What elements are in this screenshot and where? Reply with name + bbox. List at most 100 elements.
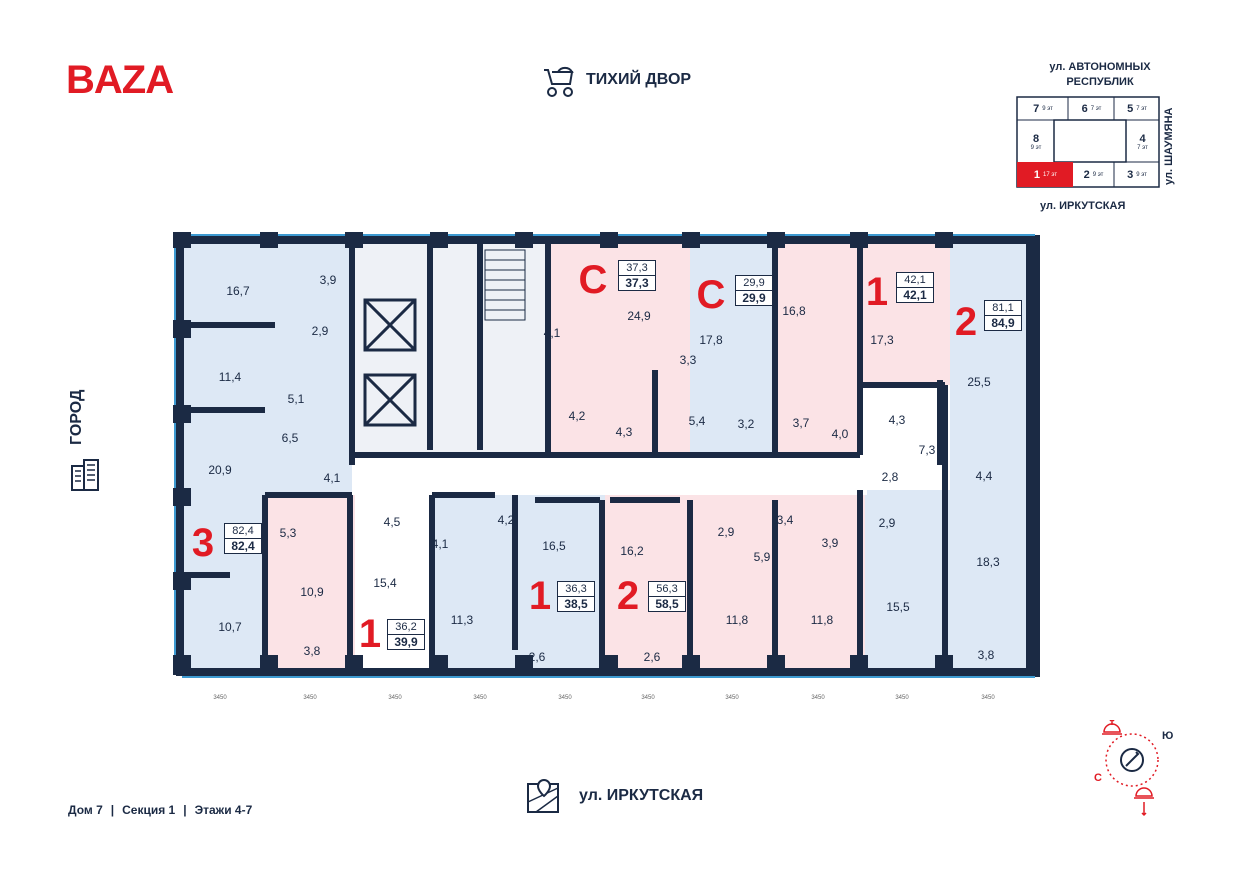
minimap-street-top: ул. АВТОНОМНЫХ РЕСПУБЛИК — [1049, 61, 1151, 88]
room-area: 11,3 — [450, 613, 474, 627]
apartment-type: 3 — [191, 521, 215, 565]
compass-north: С — [1094, 772, 1102, 784]
separator: | — [110, 803, 115, 817]
room-area: 3,9 — [821, 536, 839, 550]
room-area: 24,9 — [627, 309, 651, 323]
minimap-street-side: ул. ШАУМЯНА — [1163, 107, 1175, 185]
room-area: 5,1 — [287, 392, 305, 406]
room-area: 16,7 — [226, 284, 250, 298]
yard-label: ТИХИЙ ДВОР — [586, 71, 692, 88]
room-area: 3,8 — [977, 648, 995, 662]
apartment-type: 1 — [865, 270, 889, 314]
dimension-label: 3450 — [558, 695, 572, 701]
city-label: ГОРОД — [68, 389, 85, 445]
footer: Дом 7 | Секция 1 | Этажи 4-7 — [68, 803, 252, 817]
room-area: 4,4 — [975, 469, 993, 483]
room-area: 4,0 — [831, 427, 849, 441]
room-area: 16,2 — [620, 544, 644, 558]
room-area: 5,3 — [279, 526, 297, 540]
room-area: 3,7 — [792, 416, 810, 430]
room-area: 11,4 — [218, 370, 242, 384]
room-area: 5,9 — [753, 550, 771, 564]
dimension-label: 3450 — [213, 695, 227, 701]
compass-south: Ю — [1162, 730, 1174, 742]
separator: | — [183, 803, 187, 817]
room-area: 17,3 — [870, 333, 894, 347]
room-area: 4,1 — [323, 471, 341, 485]
room-area: 2,9 — [878, 516, 896, 530]
room-area: 17,8 — [699, 333, 723, 347]
room-area: 16,8 — [782, 304, 806, 318]
apartment-type: 1 — [358, 612, 382, 656]
room-area: 3,2 — [737, 417, 755, 431]
section-label: Секция 1 — [122, 803, 176, 817]
apartment-type: 1 — [528, 574, 552, 618]
city-buildings-icon — [68, 456, 104, 497]
room-area: 4,3 — [888, 413, 906, 427]
house-label: Дом 7 — [68, 803, 103, 817]
map-icon — [526, 778, 562, 819]
apartment-type: 2 — [616, 574, 640, 618]
room-area: 20,9 — [208, 463, 232, 477]
room-area: 11,8 — [810, 613, 834, 627]
apartment-type: С — [696, 273, 726, 317]
room-area: 10,7 — [218, 620, 242, 634]
room-area: 2,9 — [311, 324, 329, 338]
dimension-label: 3450 — [981, 695, 995, 701]
room-area: 4,3 — [615, 425, 633, 439]
minimap-street-bottom: ул. ИРКУТСКАЯ — [1040, 200, 1126, 212]
room-area: 4,2 — [497, 513, 515, 527]
room-area: 10,9 — [300, 585, 324, 599]
room-area: 3,9 — [319, 273, 337, 287]
room-area: 3,4 — [776, 513, 794, 527]
room-area: 4,2 — [568, 409, 586, 423]
brand-logo: BAZA — [66, 58, 174, 102]
dimension-label: 3450 — [388, 695, 402, 701]
stroller-icon — [538, 62, 576, 105]
compass: Ю С — [1090, 717, 1180, 820]
dimension-label: 3450 — [725, 695, 739, 701]
dimension-label: 3450 — [303, 695, 317, 701]
room-area: 4,1 — [431, 537, 449, 551]
room-area: 2,6 — [528, 650, 546, 664]
room-area: 16,5 — [542, 539, 566, 553]
room-area: 25,5 — [967, 375, 991, 389]
dimension-label: 3450 — [895, 695, 909, 701]
room-area: 4,5 — [383, 515, 401, 529]
room-area: 2,6 — [643, 650, 661, 664]
dimension-label: 3450 — [641, 695, 655, 701]
room-area: 7,3 — [918, 443, 936, 457]
dimension-label: 3450 — [473, 695, 487, 701]
room-area: 15,5 — [886, 600, 910, 614]
room-area: 5,4 — [688, 414, 706, 428]
street-label: ул. ИРКУТСКАЯ — [579, 787, 704, 804]
floors-label: Этажи 4-7 — [194, 803, 253, 817]
room-area: 3,3 — [679, 353, 697, 367]
room-area: 2,9 — [717, 525, 735, 539]
dimension-label: 3450 — [811, 695, 825, 701]
apartment-type: С — [578, 258, 608, 302]
room-area: 6,5 — [281, 431, 299, 445]
room-area: 4,1 — [543, 326, 561, 340]
room-area: 3,8 — [303, 644, 321, 658]
apartment-type: 2 — [954, 300, 978, 344]
room-area: 18,3 — [976, 555, 1000, 569]
room-area: 2,8 — [881, 470, 899, 484]
